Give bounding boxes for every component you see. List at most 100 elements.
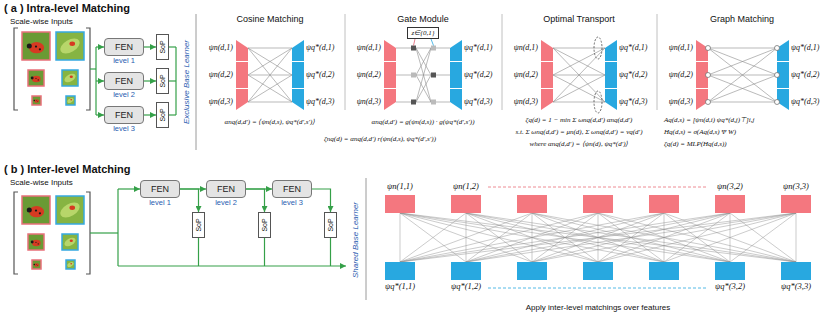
bar-divider bbox=[236, 61, 248, 62]
bracket bbox=[14, 192, 18, 274]
match-line bbox=[708, 48, 777, 102]
ladybug-dot bbox=[38, 243, 39, 244]
feature-symbol: ψq*(d,1) bbox=[791, 43, 819, 52]
support-feature bbox=[715, 195, 745, 213]
bar-divider bbox=[541, 88, 553, 89]
query-feature bbox=[583, 262, 613, 280]
gate-unit bbox=[431, 46, 436, 51]
bar-divider bbox=[450, 61, 462, 62]
support-feature-bar bbox=[541, 40, 553, 110]
match-line bbox=[553, 102, 605, 103]
level-label: level 3 bbox=[113, 124, 135, 133]
feature-symbol: ψn(d,2) bbox=[669, 70, 693, 79]
panel-heading: Gate Module bbox=[397, 14, 449, 24]
flow-wire bbox=[96, 46, 104, 47]
match-line bbox=[708, 48, 777, 102]
learner-label: Shared Base Learner bbox=[351, 202, 360, 278]
support-feature-bar bbox=[384, 40, 396, 110]
match-line bbox=[553, 75, 605, 102]
match-line bbox=[553, 48, 605, 102]
match-line bbox=[466, 213, 796, 262]
match-line bbox=[553, 48, 605, 75]
ladybug-body bbox=[34, 99, 39, 103]
match-line bbox=[400, 213, 466, 262]
ladybug-dot bbox=[39, 212, 41, 214]
ladybug-dot bbox=[35, 45, 37, 47]
input-image bbox=[32, 96, 41, 105]
level-label: level 3 bbox=[281, 198, 303, 207]
feature-symbol: ψn(1,1) bbox=[387, 182, 413, 192]
match-line bbox=[708, 102, 777, 103]
bar-divider bbox=[605, 61, 617, 62]
match-line bbox=[416, 75, 431, 102]
bar-divider bbox=[605, 88, 617, 89]
match-line bbox=[436, 102, 450, 103]
formula: ζq(d) = 1 − min Σ ωnq(d,d′) αnq(d,d′) bbox=[526, 116, 633, 124]
ladybug-body bbox=[32, 240, 41, 246]
ladybug-body bbox=[70, 263, 72, 264]
input-image bbox=[66, 260, 75, 269]
ladybug-body bbox=[29, 42, 44, 53]
query-feature bbox=[715, 262, 745, 280]
match-line bbox=[396, 75, 411, 76]
feature-symbol: ψq*(3,2) bbox=[715, 282, 745, 292]
query-feature-bar bbox=[292, 40, 304, 110]
input-image bbox=[32, 260, 41, 269]
ladybug-body bbox=[29, 206, 44, 217]
ladybug-body bbox=[69, 42, 75, 46]
formula: Aq(d,s) = [ψn(d,i) ψq*(d,j)⊤]i,j bbox=[664, 116, 754, 124]
match-line bbox=[436, 75, 450, 76]
dashed-span bbox=[488, 288, 706, 289]
flow-wire bbox=[118, 188, 140, 189]
formula: s.t. Σ ωnq(d,d′) = μn(d), Σ ωnq(d,d′) = … bbox=[516, 128, 643, 136]
flow-wire bbox=[264, 238, 265, 266]
bracket bbox=[86, 28, 90, 110]
match-line bbox=[248, 75, 292, 102]
gate-unit bbox=[411, 100, 416, 105]
query-feature bbox=[649, 262, 679, 280]
flow-wire bbox=[96, 80, 104, 81]
support-feature bbox=[385, 195, 415, 213]
ladybug-dot bbox=[37, 265, 39, 267]
match-line bbox=[796, 213, 797, 262]
feature-symbol: ψn(d,1) bbox=[209, 43, 233, 52]
ladybug-head bbox=[31, 77, 34, 80]
match-line bbox=[708, 48, 777, 75]
gate-unit bbox=[411, 73, 416, 78]
sop-box: SoP bbox=[156, 34, 169, 60]
graph-vertex bbox=[775, 73, 780, 78]
match-line bbox=[400, 213, 466, 262]
leaf bbox=[58, 199, 83, 220]
separator-line bbox=[502, 14, 503, 110]
feature-symbol: ψn(d,3) bbox=[357, 97, 381, 106]
support-feature bbox=[649, 195, 679, 213]
query-feature bbox=[781, 262, 811, 280]
match-line bbox=[400, 213, 664, 262]
node-text: FEN bbox=[115, 110, 133, 120]
input-image bbox=[56, 196, 84, 224]
fen-box: FENlevel 3 bbox=[104, 106, 144, 124]
match-line bbox=[400, 213, 532, 262]
feature-symbol: ψn(d,3) bbox=[209, 97, 233, 106]
ladybug-head bbox=[34, 264, 36, 266]
ladybug-body bbox=[34, 263, 39, 267]
flow-wire bbox=[169, 114, 176, 115]
support-feature bbox=[451, 195, 481, 213]
ladybug-dot bbox=[36, 264, 38, 266]
panel-heading: Graph Matching bbox=[710, 14, 774, 24]
match-line bbox=[553, 75, 605, 102]
match-line bbox=[248, 48, 292, 75]
graph-vertex bbox=[706, 73, 711, 78]
feature-symbol: ψq*(d,1) bbox=[306, 43, 334, 52]
separator-line bbox=[657, 14, 658, 110]
flow-arrow bbox=[180, 189, 199, 212]
ladybug-body bbox=[32, 76, 41, 82]
ladybug-head bbox=[34, 100, 36, 102]
match-line bbox=[400, 213, 664, 262]
bar-divider bbox=[384, 88, 396, 89]
sop-box: SoP bbox=[156, 102, 169, 128]
support-feature bbox=[583, 195, 613, 213]
match-line bbox=[400, 213, 796, 262]
flow-wire bbox=[96, 114, 104, 115]
